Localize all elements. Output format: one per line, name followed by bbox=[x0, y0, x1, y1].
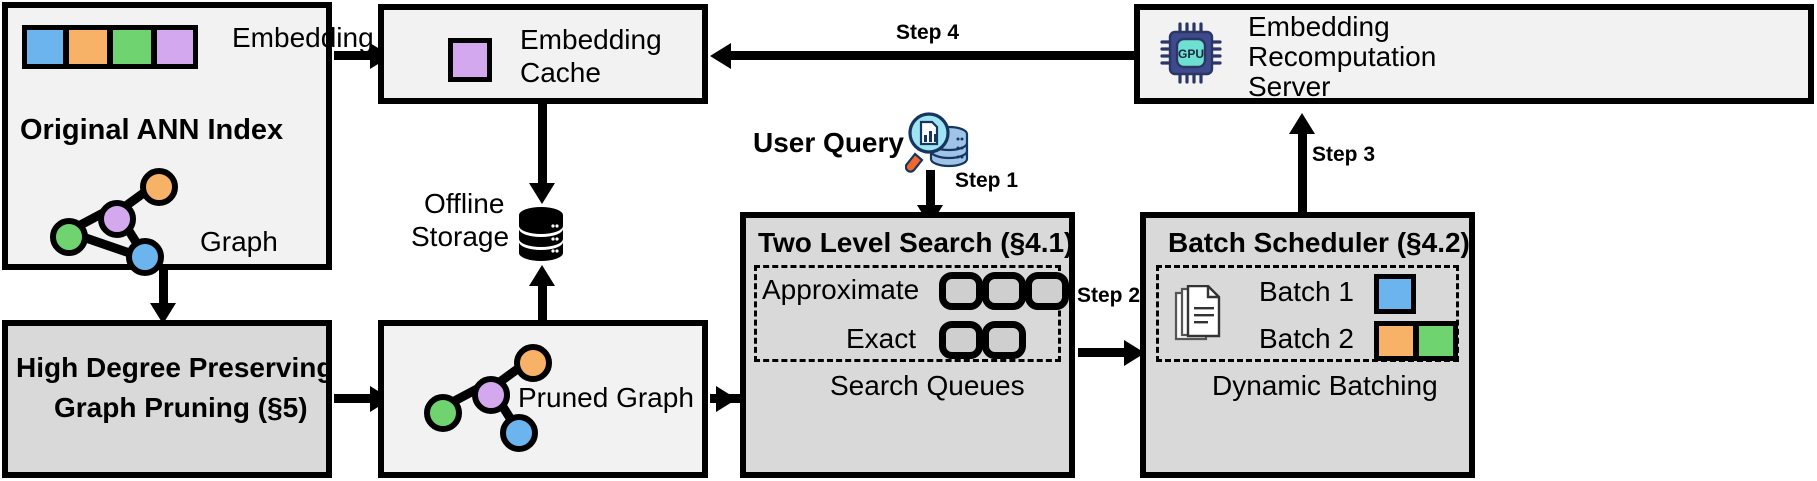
arrow-pruned-to-storage-line bbox=[538, 282, 547, 324]
exact-slot bbox=[982, 321, 1026, 359]
graph-pruning-title-line1: High Degree Preserving bbox=[16, 352, 334, 383]
approximate-slot bbox=[939, 272, 983, 310]
two-level-search-title: Two Level Search (§4.1) bbox=[758, 227, 1074, 258]
approximate-slot bbox=[1025, 272, 1069, 310]
graph-pruning-box bbox=[2, 320, 332, 478]
svg-text:GPU: GPU bbox=[1178, 47, 1204, 61]
arrow-step3-head bbox=[1289, 113, 1315, 134]
search-queues-caption: Search Queues bbox=[830, 370, 1025, 401]
batch-1-label: Batch 1 bbox=[1259, 276, 1354, 307]
magnifier-database-icon bbox=[904, 108, 971, 174]
pruned-graph-label: Pruned Graph bbox=[518, 382, 694, 413]
batch-2-label: Batch 2 bbox=[1259, 323, 1354, 354]
batch-2-item-green bbox=[1416, 321, 1458, 361]
arrow-cache-to-storage-line bbox=[538, 104, 547, 186]
approximate-row-label: Approximate bbox=[762, 274, 920, 305]
arrow-index-to-pruning-head bbox=[150, 303, 176, 324]
exact-slot bbox=[939, 321, 983, 359]
database-cylinder-icon bbox=[517, 206, 565, 262]
user-query-label: User Query bbox=[753, 127, 904, 158]
approximate-slot bbox=[982, 272, 1026, 310]
original-ann-index-title: Original ANN Index bbox=[20, 114, 284, 146]
arrow-index-to-pruning-line bbox=[159, 270, 168, 306]
graph-node-purple bbox=[472, 376, 510, 414]
graph-node-purple bbox=[98, 200, 136, 238]
arrow-step2-head bbox=[1124, 340, 1145, 366]
embedding-cache-box bbox=[378, 4, 708, 104]
original-graph-glyph bbox=[44, 168, 178, 276]
embedding-cell-orange bbox=[66, 25, 110, 69]
arrow-cache-to-storage-head bbox=[529, 183, 555, 204]
recomputation-server-line3: Server bbox=[1248, 71, 1331, 102]
embedding-cell-green bbox=[110, 25, 154, 69]
batch-1-item-blue bbox=[1374, 274, 1416, 314]
batch-2-item-orange bbox=[1374, 321, 1416, 361]
exact-row-label: Exact bbox=[846, 323, 917, 354]
embedding-cell-blue bbox=[22, 25, 66, 69]
step1-label: Step 1 bbox=[955, 169, 1019, 192]
arrow-step4-line bbox=[727, 51, 1137, 60]
graph-label: Graph bbox=[200, 226, 278, 257]
dynamic-batching-panel bbox=[1156, 265, 1459, 362]
arrow-step2-line bbox=[1078, 348, 1136, 357]
recomputation-server-box bbox=[1134, 4, 1814, 104]
documents-stack-icon bbox=[1172, 284, 1224, 347]
arrow-index-to-cache-line bbox=[334, 51, 374, 60]
recomputation-server-line1: Embedding bbox=[1248, 11, 1390, 42]
arrow-step4-head bbox=[710, 43, 731, 69]
embedding-cache-title-line2: Cache bbox=[520, 57, 601, 88]
arrow-step3-line bbox=[1298, 130, 1307, 212]
graph-node-green bbox=[424, 394, 462, 432]
arrow-pruning-to-pruned-line bbox=[334, 394, 374, 403]
recomputation-server-line2: Recomputation bbox=[1248, 41, 1437, 72]
embedding-cache-title-line1: Embedding bbox=[520, 24, 662, 55]
arrow-step1-line bbox=[926, 170, 935, 208]
offline-storage-label-line1: Offline bbox=[424, 188, 505, 219]
graph-node-green bbox=[50, 218, 88, 256]
step3-label: Step 3 bbox=[1312, 143, 1376, 166]
step2-label: Step 2 bbox=[1077, 284, 1141, 307]
embedding-cell-purple bbox=[154, 25, 198, 69]
offline-storage-label-line2: Storage bbox=[411, 221, 510, 252]
graph-node-orange bbox=[514, 344, 552, 382]
graph-node-orange bbox=[140, 168, 178, 206]
embedding-cache-swatch bbox=[448, 38, 492, 82]
gpu-chip-icon: GPU bbox=[1160, 22, 1222, 84]
embedding-vector-swatches bbox=[22, 25, 198, 69]
batch-scheduler-title: Batch Scheduler (§4.2) bbox=[1168, 227, 1470, 258]
graph-pruning-title-line2: Graph Pruning (§5) bbox=[54, 392, 308, 423]
step4-label: Step 4 bbox=[896, 21, 960, 44]
arrow-pruned-to-storage-head bbox=[529, 265, 555, 286]
graph-node-blue bbox=[126, 238, 164, 276]
embedding-label: Embedding bbox=[232, 22, 374, 53]
search-queues-panel bbox=[754, 265, 1061, 362]
pruned-graph-glyph bbox=[418, 344, 552, 452]
graph-node-blue bbox=[500, 414, 538, 452]
arrow-pruned-to-search-head bbox=[716, 386, 737, 412]
dynamic-batching-caption: Dynamic Batching bbox=[1212, 370, 1438, 401]
